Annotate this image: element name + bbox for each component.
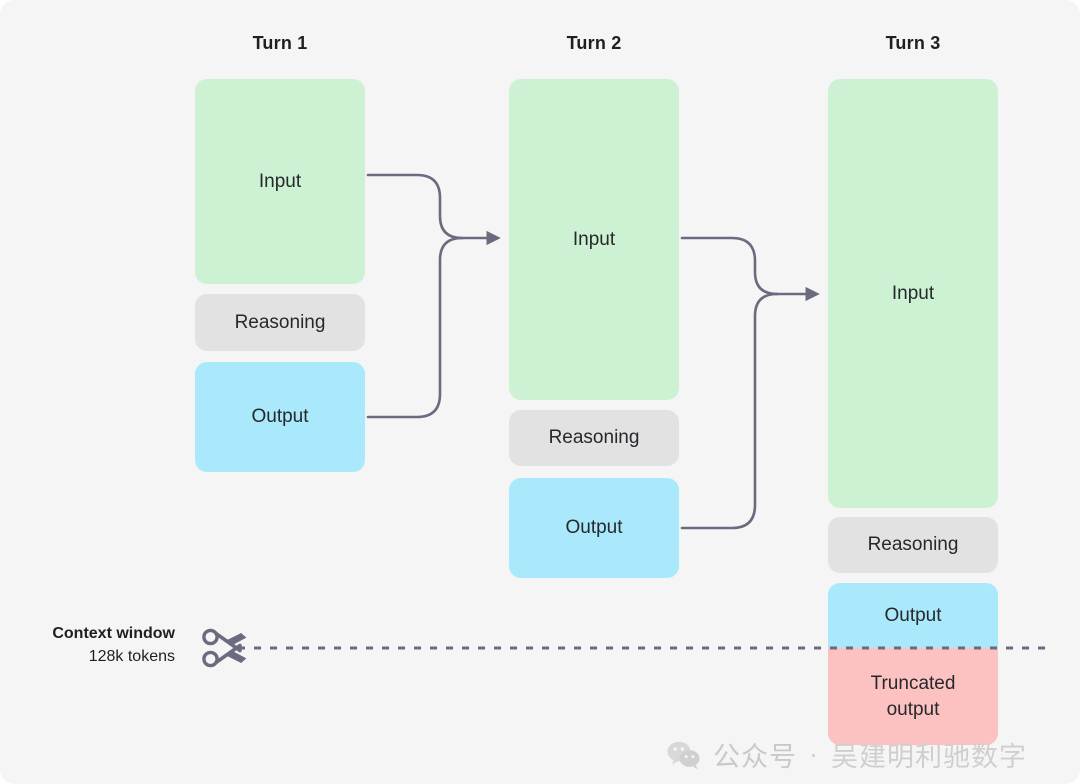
connector-turn1-to-turn2 — [366, 173, 501, 419]
context-window-tokens: 128k tokens — [88, 648, 175, 666]
turn1-output-box[interactable]: Output — [195, 362, 365, 472]
turn2-output-box[interactable]: Output — [509, 478, 679, 578]
turn2-input-box[interactable]: Input — [509, 79, 679, 400]
turn1-reasoning-label: Reasoning — [234, 311, 326, 333]
turn3-reasoning-box[interactable]: Reasoning — [828, 517, 998, 573]
turn3-truncated-output-box[interactable]: Truncated output — [828, 648, 998, 745]
turn-title-1: Turn 1 — [252, 33, 308, 53]
turn3-input-box[interactable]: Input — [828, 79, 998, 508]
turn1-input-label: Input — [258, 170, 302, 192]
turn3-output-box[interactable]: Output — [828, 583, 998, 648]
turn3-truncated-output-label: Truncated output — [870, 673, 956, 720]
turn2-reasoning-box[interactable]: Reasoning — [509, 410, 679, 466]
turn3-reasoning-label: Reasoning — [867, 534, 959, 556]
turn1-output-label: Output — [251, 406, 309, 428]
watermark-prefix: 公众号 — [713, 742, 797, 772]
watermark: 公众号 · 吴建明利驰数字 — [667, 735, 1027, 774]
turn1-reasoning-box[interactable]: Reasoning — [195, 294, 365, 351]
turn2-input-label: Input — [572, 228, 616, 250]
watermark-separator: · — [809, 739, 819, 769]
watermark-name: 吴建明利驰数字 — [831, 742, 1027, 772]
context-window-label: Context window 128k tokens — [10, 622, 175, 668]
turn3-output-label: Output — [884, 604, 942, 626]
turn2-reasoning-label: Reasoning — [548, 427, 640, 449]
turn3-input-label: Input — [891, 282, 935, 304]
context-window-title: Context window — [52, 625, 175, 642]
scissors-icon — [202, 628, 247, 668]
turn-title-3: Turn 3 — [885, 33, 941, 53]
connector-turn2-to-turn3 — [680, 236, 820, 530]
turn-title-2: Turn 2 — [566, 33, 622, 53]
turn2-output-label: Output — [565, 517, 623, 539]
turn1-input-box[interactable]: Input — [195, 79, 365, 284]
wechat-icon — [667, 741, 700, 769]
